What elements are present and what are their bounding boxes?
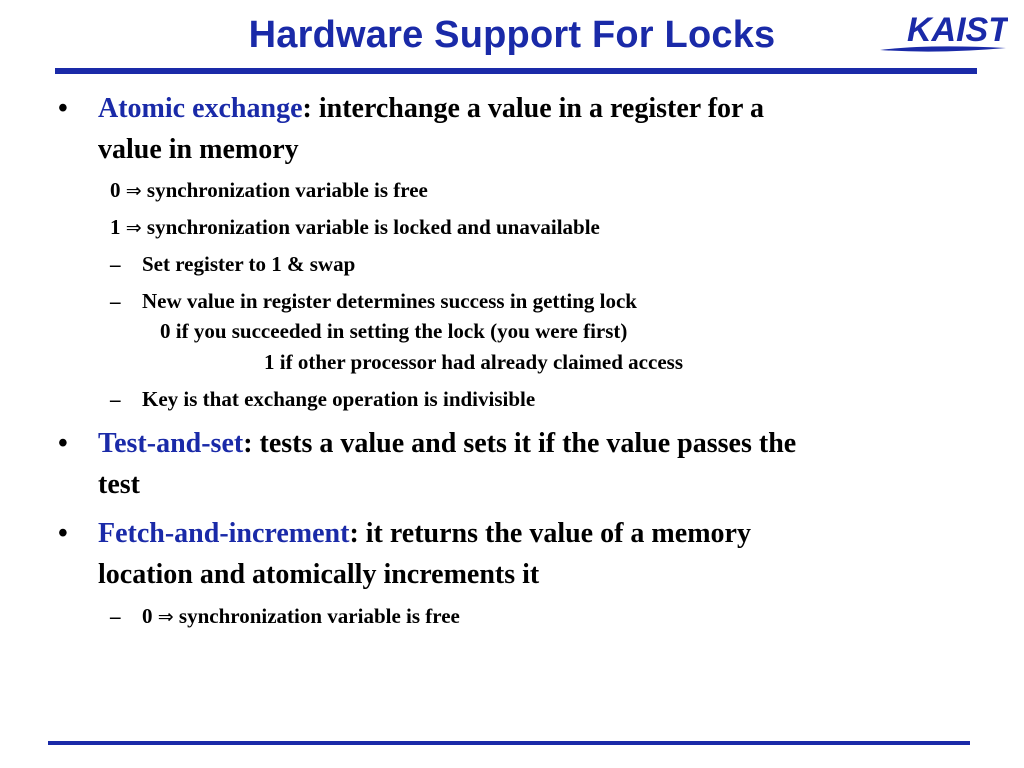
bullet-atomic-exchange: Atomic exchange: interchange a value in …: [98, 88, 764, 129]
sub-free-line: 0 ⇒ synchronization variable is free: [110, 177, 428, 204]
dash-icon: –: [110, 387, 121, 411]
title-divider: [55, 68, 977, 74]
dash-icon: –: [110, 252, 121, 276]
bullet-icon: •: [58, 428, 68, 459]
locked-value: 1: [110, 215, 121, 239]
kaist-logo: KAIST: [880, 11, 1008, 52]
fetch-free-text: synchronization variable is free: [178, 604, 460, 628]
bullet-test-and-set: Test-and-set: tests a value and sets it …: [98, 423, 796, 464]
bullet-test-and-set-cont: test: [98, 469, 140, 500]
sub-locked-line: 1 ⇒ synchronization variable is locked a…: [110, 214, 600, 241]
locked-text: synchronization variable is locked and u…: [146, 215, 600, 239]
footer-divider: [48, 741, 970, 745]
bullet-atomic-exchange-cont: value in memory: [98, 134, 299, 165]
sub-succeeded: 0 if you succeeded in setting the lock (…: [160, 319, 628, 343]
implies-icon: ⇒: [125, 180, 142, 202]
slide-title: Hardware Support For Locks: [248, 14, 776, 56]
bullet-fetch-and-increment: Fetch-and-increment: it returns the valu…: [98, 513, 751, 554]
dash-icon: –: [110, 289, 121, 313]
sub-indivisible: Key is that exchange operation is indivi…: [142, 387, 536, 411]
free-value: 0: [110, 178, 121, 202]
bullet-fetch-and-increment-cont: location and atomically increments it: [98, 559, 540, 590]
desc-test-and-set: : tests a value and sets it if the value…: [243, 428, 797, 459]
desc-fetch-and-increment: : it returns the value of a memory: [349, 518, 751, 549]
svg-text:KAIST: KAIST: [907, 11, 1008, 49]
implies-icon: ⇒: [125, 217, 142, 239]
term-test-and-set: Test-and-set: [98, 428, 244, 459]
sub-claimed: 1 if other processor had already claimed…: [264, 350, 683, 374]
free-text: synchronization variable is free: [146, 178, 428, 202]
term-atomic-exchange: Atomic exchange: [98, 93, 303, 124]
sub-fetch-free-line: 0 ⇒ synchronization variable is free: [142, 603, 460, 630]
sub-set-swap: Set register to 1 & swap: [142, 252, 356, 276]
bullet-icon: •: [58, 518, 68, 549]
implies-icon: ⇒: [157, 606, 174, 628]
desc-atomic-exchange: : interchange a value in a register for …: [302, 93, 764, 124]
bullet-icon: •: [58, 93, 68, 124]
fetch-free-value: 0: [142, 604, 153, 628]
sub-new-value: New value in register determines success…: [142, 289, 637, 313]
term-fetch-and-increment: Fetch-and-increment: [98, 518, 350, 549]
dash-icon: –: [110, 604, 121, 628]
